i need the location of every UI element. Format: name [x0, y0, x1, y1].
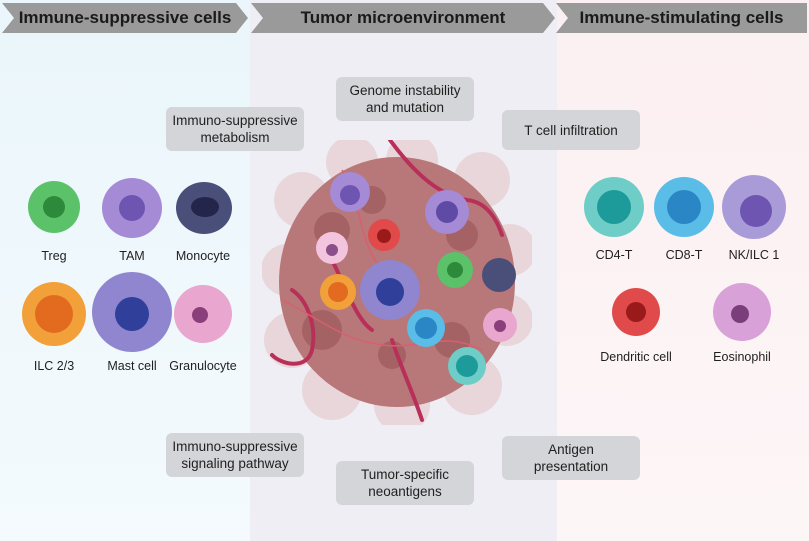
label-monocyte: Monocyte	[175, 249, 231, 263]
label-cd4-t: CD4-T	[595, 248, 633, 262]
ilc23-cell-icon	[22, 282, 86, 346]
factor-signaling-label: Immuno-suppressive signaling pathway	[172, 439, 298, 471]
banner-microenvironment-label: Tumor microenvironment	[300, 8, 506, 27]
dendritic-cell-icon	[612, 288, 660, 336]
factor-suppressive-signaling: Immuno-suppressive signaling pathway	[166, 433, 304, 477]
tam-cell-icon	[102, 178, 162, 238]
factor-tumor-neoantigens: Tumor-specific neoantigens	[336, 461, 474, 505]
factor-genome-instability: Genome instability and mutation	[336, 77, 474, 121]
cd4-t-cell-icon	[584, 177, 644, 237]
label-ilc23: ILC 2/3	[33, 359, 75, 373]
factor-neoantigens-label: Tumor-specific neoantigens	[360, 467, 449, 499]
eosinophil-cell-icon	[713, 283, 771, 341]
label-treg: Treg	[41, 249, 67, 263]
factor-tcell-infiltration: T cell infiltration	[502, 110, 640, 150]
banner-microenvironment: Tumor microenvironment	[251, 3, 555, 33]
nk-ilc1-cell-icon	[722, 175, 786, 239]
factor-antigen-label: Antigen presentation	[533, 442, 609, 474]
banner-stimulating: Immune-stimulating cells	[556, 3, 807, 33]
factor-antigen-presentation: Antigen presentation	[502, 436, 640, 480]
mast-cell-icon	[92, 272, 172, 352]
banner-stimulating-label: Immune-stimulating cells	[579, 8, 784, 27]
factor-tcell-label: T cell infiltration	[524, 122, 618, 138]
monocyte-cell-icon	[176, 182, 232, 234]
label-cd8-t: CD8-T	[665, 248, 703, 262]
cd8-t-cell-icon	[654, 177, 714, 237]
label-dendritic-cell: Dendritic cell	[600, 350, 672, 364]
label-tam: TAM	[119, 249, 145, 263]
treg-cell-icon	[28, 181, 80, 233]
granulocyte-cell-icon	[174, 285, 232, 343]
tumor-mass-illustration	[262, 140, 532, 425]
factor-suppressive-metabolism: Immuno-suppressive metabolism	[166, 107, 304, 151]
banner-suppressive: Immune-suppressive cells	[2, 3, 248, 33]
label-granulocyte: Granulocyte	[169, 359, 237, 373]
label-mast-cell: Mast cell	[107, 359, 157, 373]
label-eosinophil: Eosinophil	[713, 350, 771, 364]
factor-metabolism-label: Immuno-suppressive metabolism	[172, 113, 298, 145]
label-nk-ilc1: NK/ILC 1	[728, 248, 780, 262]
factor-genome-label: Genome instability and mutation	[349, 83, 461, 115]
banner-suppressive-label: Immune-suppressive cells	[18, 8, 232, 27]
